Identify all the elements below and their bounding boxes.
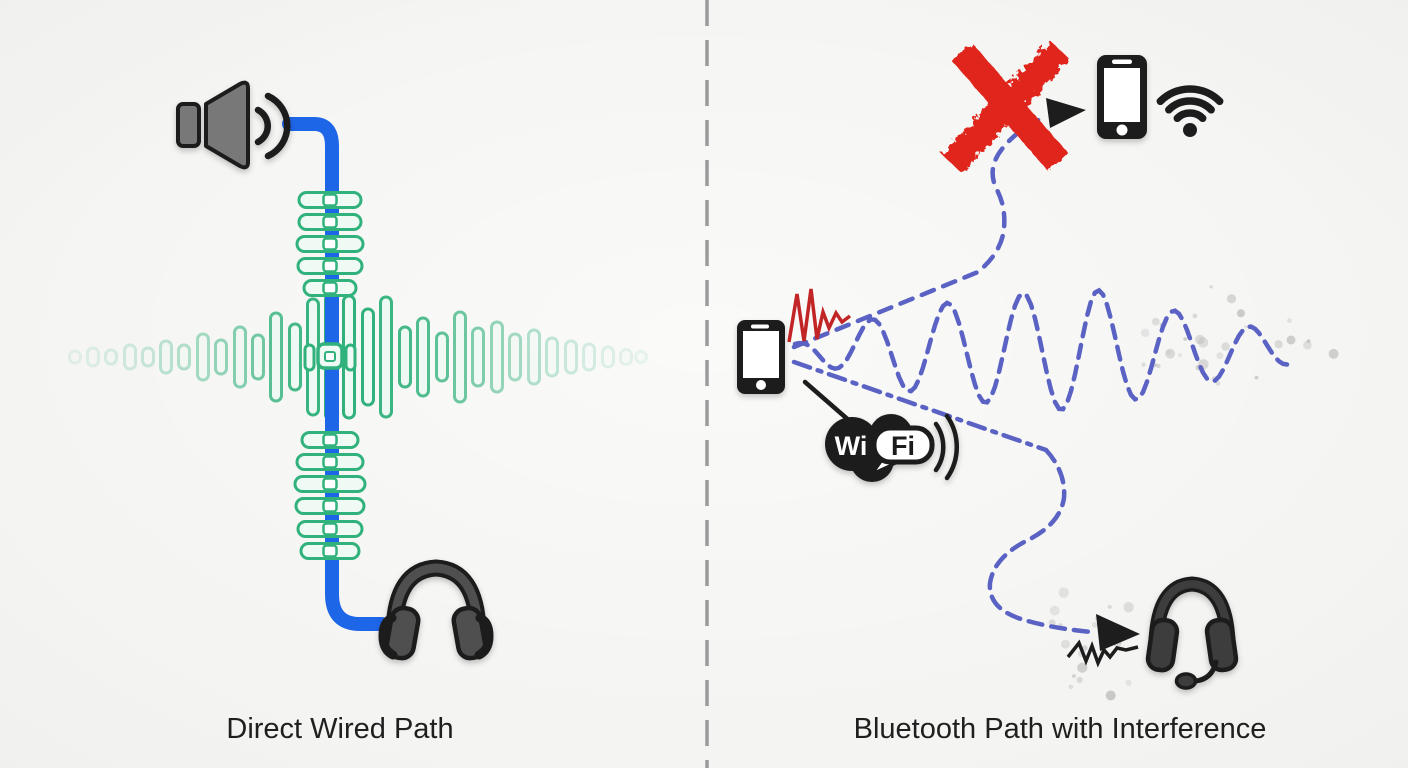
mic-boom-icon <box>1193 659 1219 684</box>
audio-waveform <box>68 292 648 422</box>
arrow-icon-top <box>1046 98 1086 128</box>
headset-path-diagonal <box>791 359 1049 453</box>
wifi-logo-wi-text: Wi <box>835 431 868 461</box>
arrow-icon-bottom <box>1096 614 1140 651</box>
blocked-path <box>791 116 1043 350</box>
headset-icon <box>1145 576 1239 690</box>
cable-signal-node <box>303 342 357 372</box>
noise-dots <box>1048 285 1339 701</box>
interference-scribble <box>787 288 852 343</box>
mic-capsule-icon <box>1174 672 1198 690</box>
wifi-logo: Wi Fi <box>825 413 959 482</box>
wifi-signal-icon <box>1156 85 1224 137</box>
right-panel: Wi Fi Bluetooth Path with Interference <box>737 40 1339 745</box>
bluetooth-wave-path <box>792 287 1290 412</box>
smartphone-icon <box>737 320 785 394</box>
wifi-logo-fi-text: Fi <box>891 431 915 461</box>
speaker-icon <box>176 80 291 170</box>
headset-path-meander <box>987 447 1095 635</box>
right-caption: Bluetooth Path with Interference <box>854 713 1267 745</box>
blocked-phone-icon <box>1097 55 1147 139</box>
cable-wire <box>282 117 389 631</box>
glitch-zigzag <box>1066 639 1139 668</box>
signal-rungs <box>293 191 367 560</box>
wired-headphones-icon <box>378 559 494 661</box>
red-x-icon <box>942 40 1070 174</box>
left-panel: Direct Wired Path <box>68 80 648 745</box>
left-caption: Direct Wired Path <box>226 713 453 745</box>
sound-waves-icon <box>254 92 291 160</box>
